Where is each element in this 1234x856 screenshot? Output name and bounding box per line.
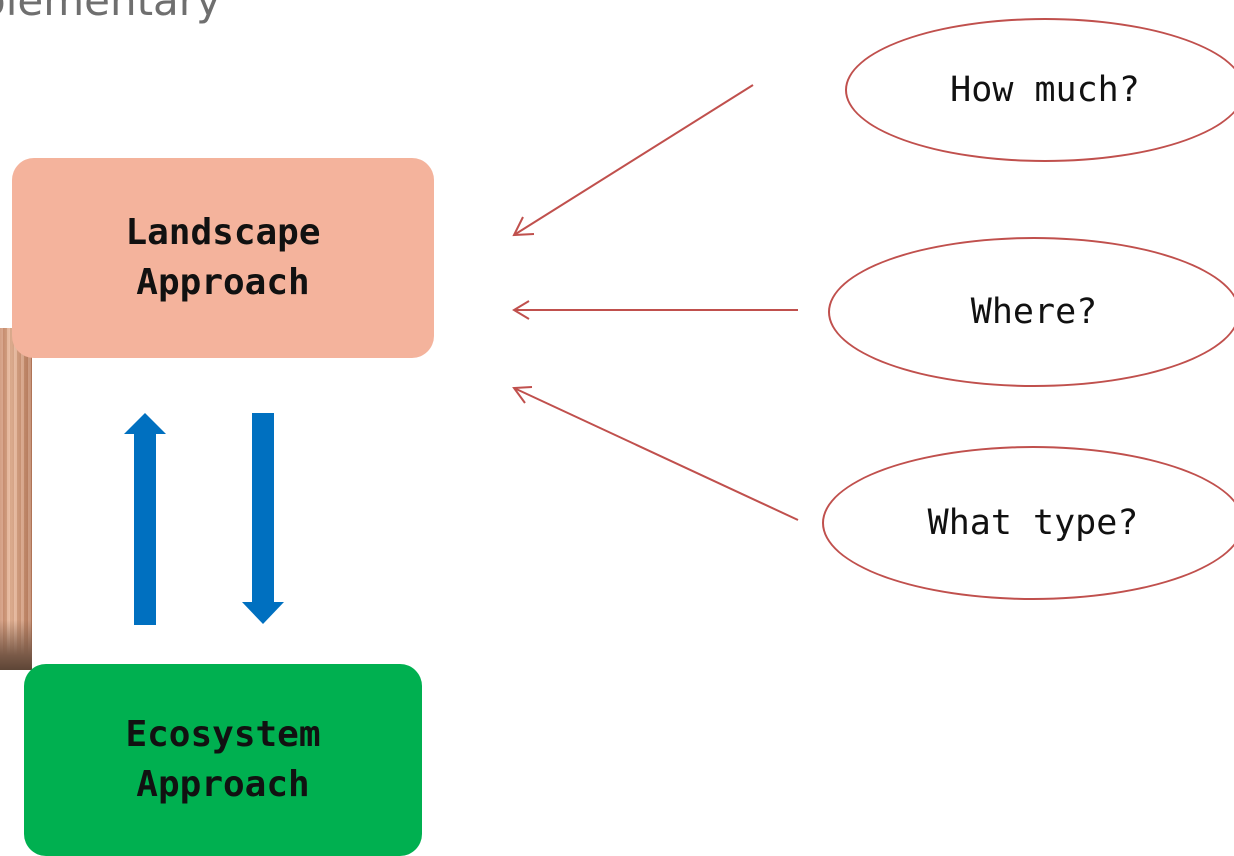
arrow-how-much xyxy=(512,84,754,237)
question-where: Where? xyxy=(828,237,1234,387)
slide-title-fragment: olementary xyxy=(0,0,221,25)
question-how-much-label: How much? xyxy=(950,70,1140,110)
landscape-approach-line2: Approach xyxy=(136,262,310,303)
question-how-much: How much? xyxy=(845,18,1234,162)
question-what-type-label: What type? xyxy=(927,503,1139,543)
question-what-type: What type? xyxy=(822,446,1234,600)
up-arrow xyxy=(124,413,166,625)
landscape-approach-box: Landscape Approach xyxy=(12,158,434,358)
ecosystem-approach-line1: Ecosystem xyxy=(125,714,321,756)
background-photo-strip xyxy=(0,328,32,670)
arrow-where xyxy=(512,300,798,320)
ecosystem-approach-line2: Approach xyxy=(136,764,310,805)
ecosystem-approach-box: Ecosystem Approach xyxy=(24,664,422,856)
landscape-approach-line1: Landscape xyxy=(125,212,321,254)
arrow-what-type xyxy=(512,386,799,521)
question-where-label: Where? xyxy=(970,292,1098,332)
down-arrow xyxy=(242,413,284,624)
